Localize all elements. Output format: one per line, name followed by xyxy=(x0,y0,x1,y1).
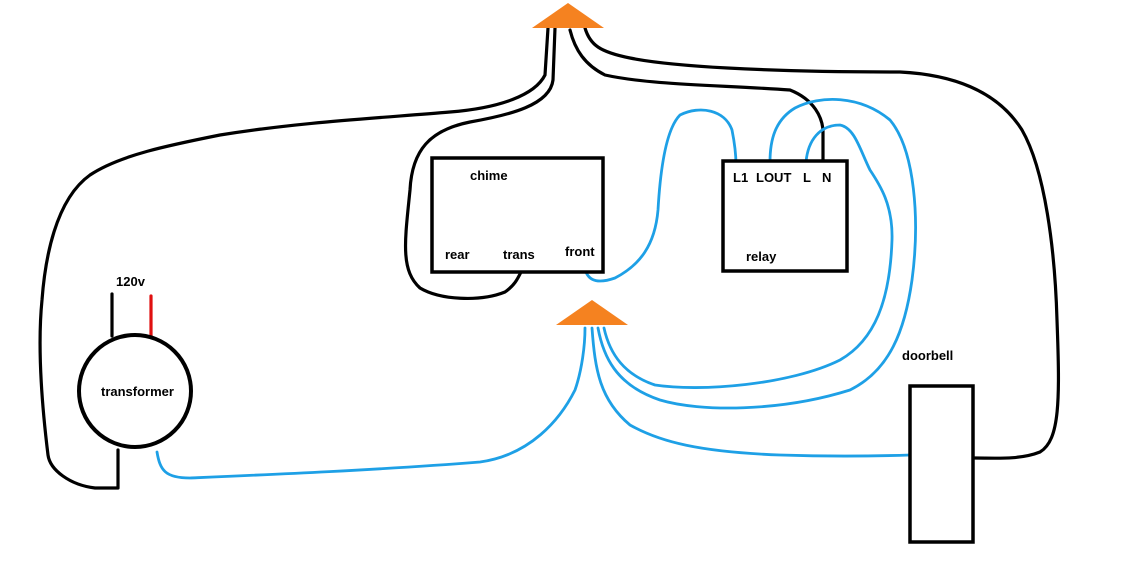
black-wire-junction-to-relay-n xyxy=(568,28,825,164)
transformer-label: transformer xyxy=(101,384,174,399)
transformer-outline xyxy=(77,333,193,449)
relay-box-outline xyxy=(721,159,849,273)
relay-title: relay xyxy=(746,249,777,264)
black-wire-transformer-to-junction xyxy=(38,26,550,490)
relay-terminal-lout: LOUT xyxy=(756,170,791,185)
doorbell-label: doorbell xyxy=(902,348,953,363)
relay-terminal-l1: L1 xyxy=(733,170,748,185)
blue-wire-transformer-to-junction xyxy=(155,326,587,480)
chime-box: chime rear trans front xyxy=(430,156,605,274)
chime-terminal-trans: trans xyxy=(503,247,535,262)
doorbell: doorbell xyxy=(902,348,975,544)
black-wire-junction-to-chime-rear xyxy=(403,26,557,300)
relay-terminal-l: L xyxy=(803,170,811,185)
voltage-label: 120v xyxy=(116,274,146,289)
blue-wire-junction-to-relay-lout xyxy=(596,98,917,410)
transformer: 120v transformer xyxy=(77,274,193,449)
relay-terminal-n: N xyxy=(822,170,831,185)
chime-terminal-rear: rear xyxy=(445,247,470,262)
chime-terminal-front: front xyxy=(565,244,595,259)
blue-wires xyxy=(155,98,917,480)
chime-box-outline xyxy=(430,156,605,274)
top-junction-icon xyxy=(532,3,604,28)
chime-title: chime xyxy=(470,168,508,183)
middle-junction-icon xyxy=(556,300,628,325)
doorbell-outline xyxy=(908,384,975,544)
blue-wire-chime-front-to-relay-l1 xyxy=(582,108,738,283)
blue-wire-junction-to-doorbell xyxy=(590,326,912,458)
blue-wire-junction-to-relay-l xyxy=(602,123,894,389)
relay-box: L1 LOUT L N relay xyxy=(721,159,849,273)
black-wires xyxy=(38,26,1061,490)
black-wire-junction-to-doorbell xyxy=(583,26,1061,460)
